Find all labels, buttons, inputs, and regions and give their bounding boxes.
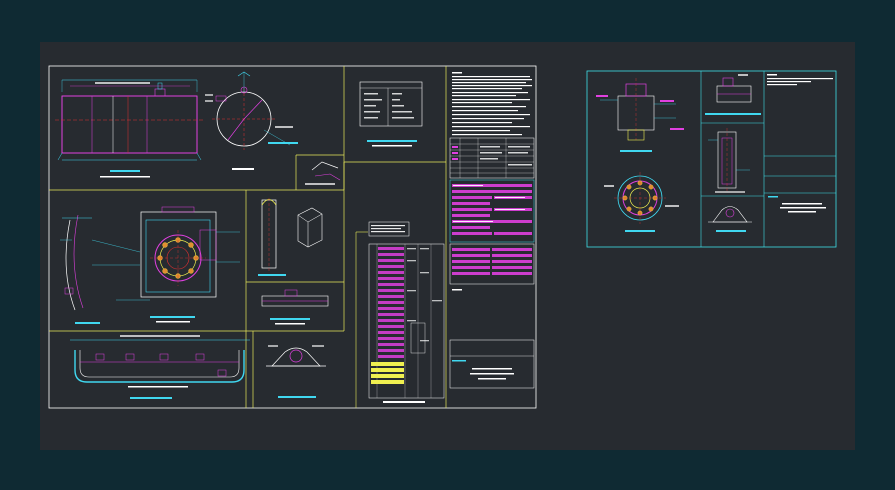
parts-list: [355, 221, 445, 408]
bill-of-materials: [449, 243, 535, 291]
main-sheet-border: [48, 65, 537, 409]
manhole-circle-icon: [212, 71, 298, 170]
nozzle-schedule-table: [449, 137, 535, 179]
design-data-table: [359, 81, 423, 147]
nozzle-elevation-icon: [596, 78, 684, 152]
material-list: [449, 179, 535, 243]
main-sheet: [48, 65, 537, 409]
saddle-support-icon: [266, 345, 326, 398]
detail-sheet: [586, 70, 837, 248]
title-block: [449, 339, 535, 389]
general-notes: [452, 72, 532, 136]
detail-notes: [767, 74, 833, 86]
detail-bolt-circle-icon: [604, 172, 679, 232]
panel-frames: [49, 66, 447, 408]
flange-detail-icon: [116, 206, 240, 323]
detail-saddle-icon: [708, 206, 752, 232]
support-bracket-icon: [705, 74, 761, 115]
detail-sheet-border: [586, 70, 837, 248]
lifting-lug-icon: [258, 198, 323, 276]
vertical-column-icon: [708, 128, 750, 193]
nozzle-orientation-icon: [60, 214, 141, 324]
detail-title-block: [768, 196, 826, 213]
base-plate-icon: [261, 289, 329, 325]
nozzle-detail-icon: [305, 161, 341, 185]
tank-plan-icon: [55, 79, 213, 178]
tank-section-icon: [70, 335, 250, 399]
